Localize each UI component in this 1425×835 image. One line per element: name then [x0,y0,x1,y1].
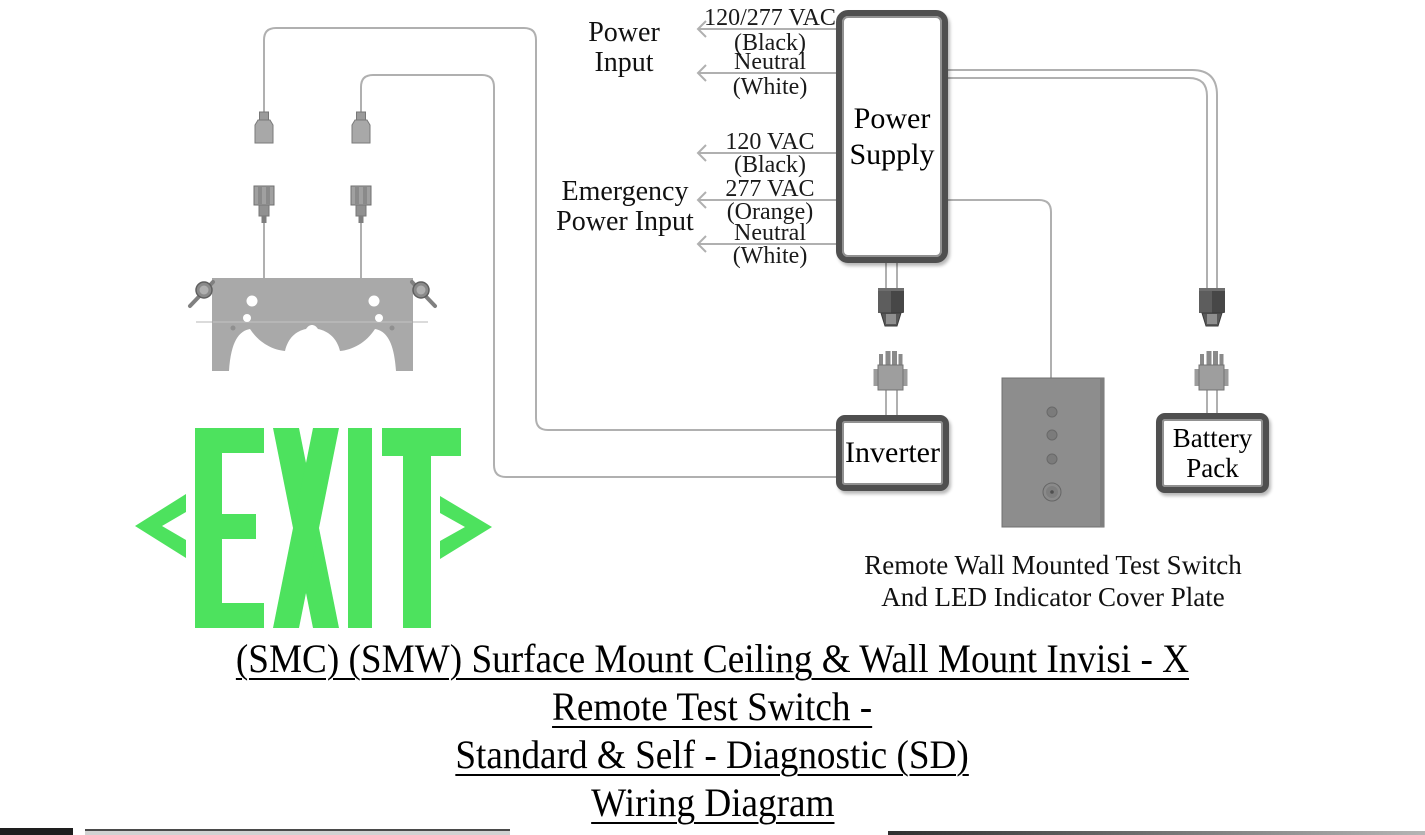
test-switch-caption: Remote Wall Mounted Test Switch And LED … [795,549,1311,613]
wire-exit-to-inverter-1 [263,27,838,431]
wire-label-orange: (Orange) [726,199,814,225]
wire-label-neutral-2: Neutral [734,220,806,246]
led-indicator [1046,453,1058,465]
power-supply-label: Power Supply [849,101,935,171]
exit-right-arrow-icon [440,496,492,559]
wire-label-120-vac: 120 VAC [725,129,815,155]
test-switch-button [1042,482,1062,502]
exit-text [195,428,461,628]
wire-ps-to-test-switch [946,199,1052,379]
led-indicator [1046,429,1058,441]
wire-label-white-1: (White) [732,74,808,100]
wire-label-black-2: (Black) [734,152,806,178]
spade-terminal-connector [351,111,371,144]
title-line-4: Wiring Diagram [590,780,835,825]
title-line-1: (SMC) (SMW) Surface Mount Ceiling & Wall… [235,636,1190,681]
title-row-4: Wiring Diagram [0,780,1425,826]
wire-ps-to-battery-inner [946,77,1208,288]
inverter-label: Inverter [845,436,940,469]
wire-label-white-2: (White) [732,243,808,269]
bracket-screw-left [188,280,215,308]
male-plug-connector [1198,287,1226,327]
cropped-content-bar-right [888,831,1425,835]
wire-label-277-vac: 277 VAC [725,176,815,202]
test-switch-caption-line1: Remote Wall Mounted Test Switch [864,550,1242,580]
male-plug-connector [878,288,904,327]
spade-terminal-connector [254,111,274,144]
wire-exit-to-inverter-2 [360,74,838,478]
title-line-2: Remote Test Switch - [552,684,873,729]
power-input-lines [696,20,838,253]
inverter-box: Inverter [836,415,949,491]
wire-label-120-277-vac: 120/277 VAC [704,5,836,31]
female-socket-connector [873,351,908,391]
bracket-screw-right [410,280,437,308]
wires [263,20,1218,478]
bullet-terminal-connector [350,185,372,224]
exit-sign [135,428,492,628]
test-switch-caption-line2: And LED Indicator Cover Plate [881,582,1225,612]
battery-pack-label: Battery Pack [1172,423,1253,483]
female-socket-connector [1194,350,1229,391]
power-input-label: Power Input [588,17,660,78]
cropped-content-bar-left [0,828,73,835]
wire-ps-to-battery-outer [946,69,1218,288]
title-line-3: Standard & Self - Diagnostic (SD) [455,732,970,777]
exit-left-arrow-icon [135,494,186,558]
wire-label-black-1: (Black) [734,30,806,56]
test-switch-plate [1001,377,1105,528]
title-row-1: (SMC) (SMW) Surface Mount Ceiling & Wall… [0,636,1425,682]
emergency-power-input-label: Emergency Power Input [556,176,694,237]
led-indicator [1046,406,1058,418]
wire-label-neutral-1: Neutral [734,49,806,75]
title-row-2: Remote Test Switch - [0,684,1425,730]
power-supply-box: Power Supply [836,10,948,263]
bullet-terminal-connector [253,185,275,223]
title-row-3: Standard & Self - Diagnostic (SD) [0,732,1425,778]
mounting-bracket [188,278,437,371]
battery-pack-box: Battery Pack [1156,413,1269,493]
cropped-content-bar-mid [85,829,510,835]
